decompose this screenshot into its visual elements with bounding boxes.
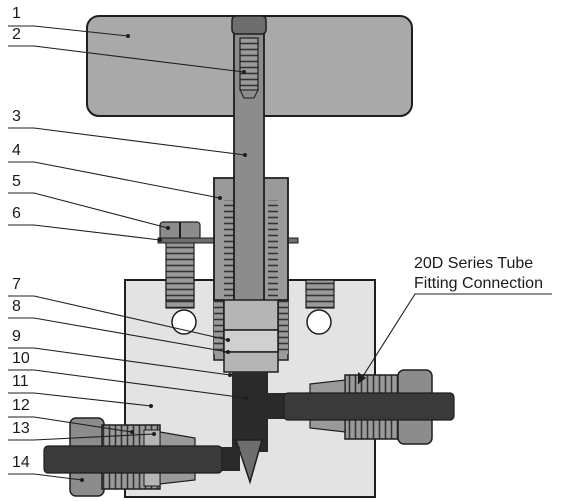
packing <box>223 329 279 353</box>
leader-13 <box>8 433 155 441</box>
packing-gland <box>223 299 279 331</box>
callout-9: 9 <box>12 328 21 345</box>
callout-12: 12 <box>12 397 30 414</box>
leader-dot-12 <box>130 430 134 434</box>
leader-14 <box>8 473 83 481</box>
right-bolt-hole <box>306 309 332 335</box>
leader-2 <box>8 45 245 73</box>
callout-1: 1 <box>12 5 21 22</box>
callout-7: 7 <box>12 276 21 293</box>
leader-dot-5 <box>166 226 170 230</box>
body-bore-threads-left <box>214 284 224 354</box>
leader-7 <box>8 295 229 341</box>
leader-3 <box>8 127 246 156</box>
leader-dot-11 <box>149 404 153 408</box>
lock-screw-body <box>165 237 195 301</box>
stem-cap <box>231 15 267 35</box>
callout-2: 2 <box>12 26 21 43</box>
leader-8 <box>8 317 229 353</box>
connection-label-line1: 20D Series Tube <box>414 255 534 272</box>
leader-9 <box>8 347 231 376</box>
callout-3: 3 <box>12 108 21 125</box>
callout-8: 8 <box>12 298 21 315</box>
bonnet-threads-left <box>224 200 234 350</box>
callout-10: 10 <box>12 350 30 367</box>
bonnet-threads-right <box>268 200 278 350</box>
callout-13: 13 <box>12 420 30 437</box>
connection-arrow-head <box>358 372 366 384</box>
leader-dot-1 <box>126 34 130 38</box>
body-bore-threads-right <box>278 284 288 354</box>
leader-dot-7 <box>226 338 230 342</box>
leader-connection <box>357 293 552 385</box>
leader-4 <box>8 161 221 199</box>
leader-12 <box>8 416 133 433</box>
leader-dot-3 <box>243 153 247 157</box>
leader-lines <box>8 25 552 481</box>
left-bolt-hole <box>171 309 197 335</box>
leader-dot-2 <box>242 70 246 74</box>
stem-tip <box>234 439 263 485</box>
leader-5 <box>8 192 169 229</box>
right-tube <box>283 392 455 421</box>
callout-4: 4 <box>12 142 21 159</box>
packing-washer <box>223 351 279 373</box>
callout-5: 5 <box>12 173 21 190</box>
left-tube <box>43 445 223 474</box>
leader-dot-9 <box>228 373 232 377</box>
leader-1 <box>8 25 129 37</box>
leader-dot-6 <box>158 238 162 242</box>
vertical-passage <box>232 372 268 452</box>
leader-11 <box>8 392 152 407</box>
callout-11: 11 <box>12 373 29 390</box>
callout-6: 6 <box>12 205 21 222</box>
leader-dot-8 <box>226 350 230 354</box>
leader-dot-14 <box>80 478 84 482</box>
leader-10 <box>8 369 247 399</box>
set-screw-tip <box>239 89 259 99</box>
leader-dot-13 <box>152 432 156 436</box>
connection-label-line2: Fitting Connection <box>414 275 543 292</box>
right-screw-hole <box>305 279 335 309</box>
set-screw <box>239 37 259 91</box>
leader-6 <box>8 224 161 241</box>
leader-dot-4 <box>218 196 222 200</box>
callout-14: 14 <box>12 454 30 471</box>
leader-dot-10 <box>244 396 248 400</box>
